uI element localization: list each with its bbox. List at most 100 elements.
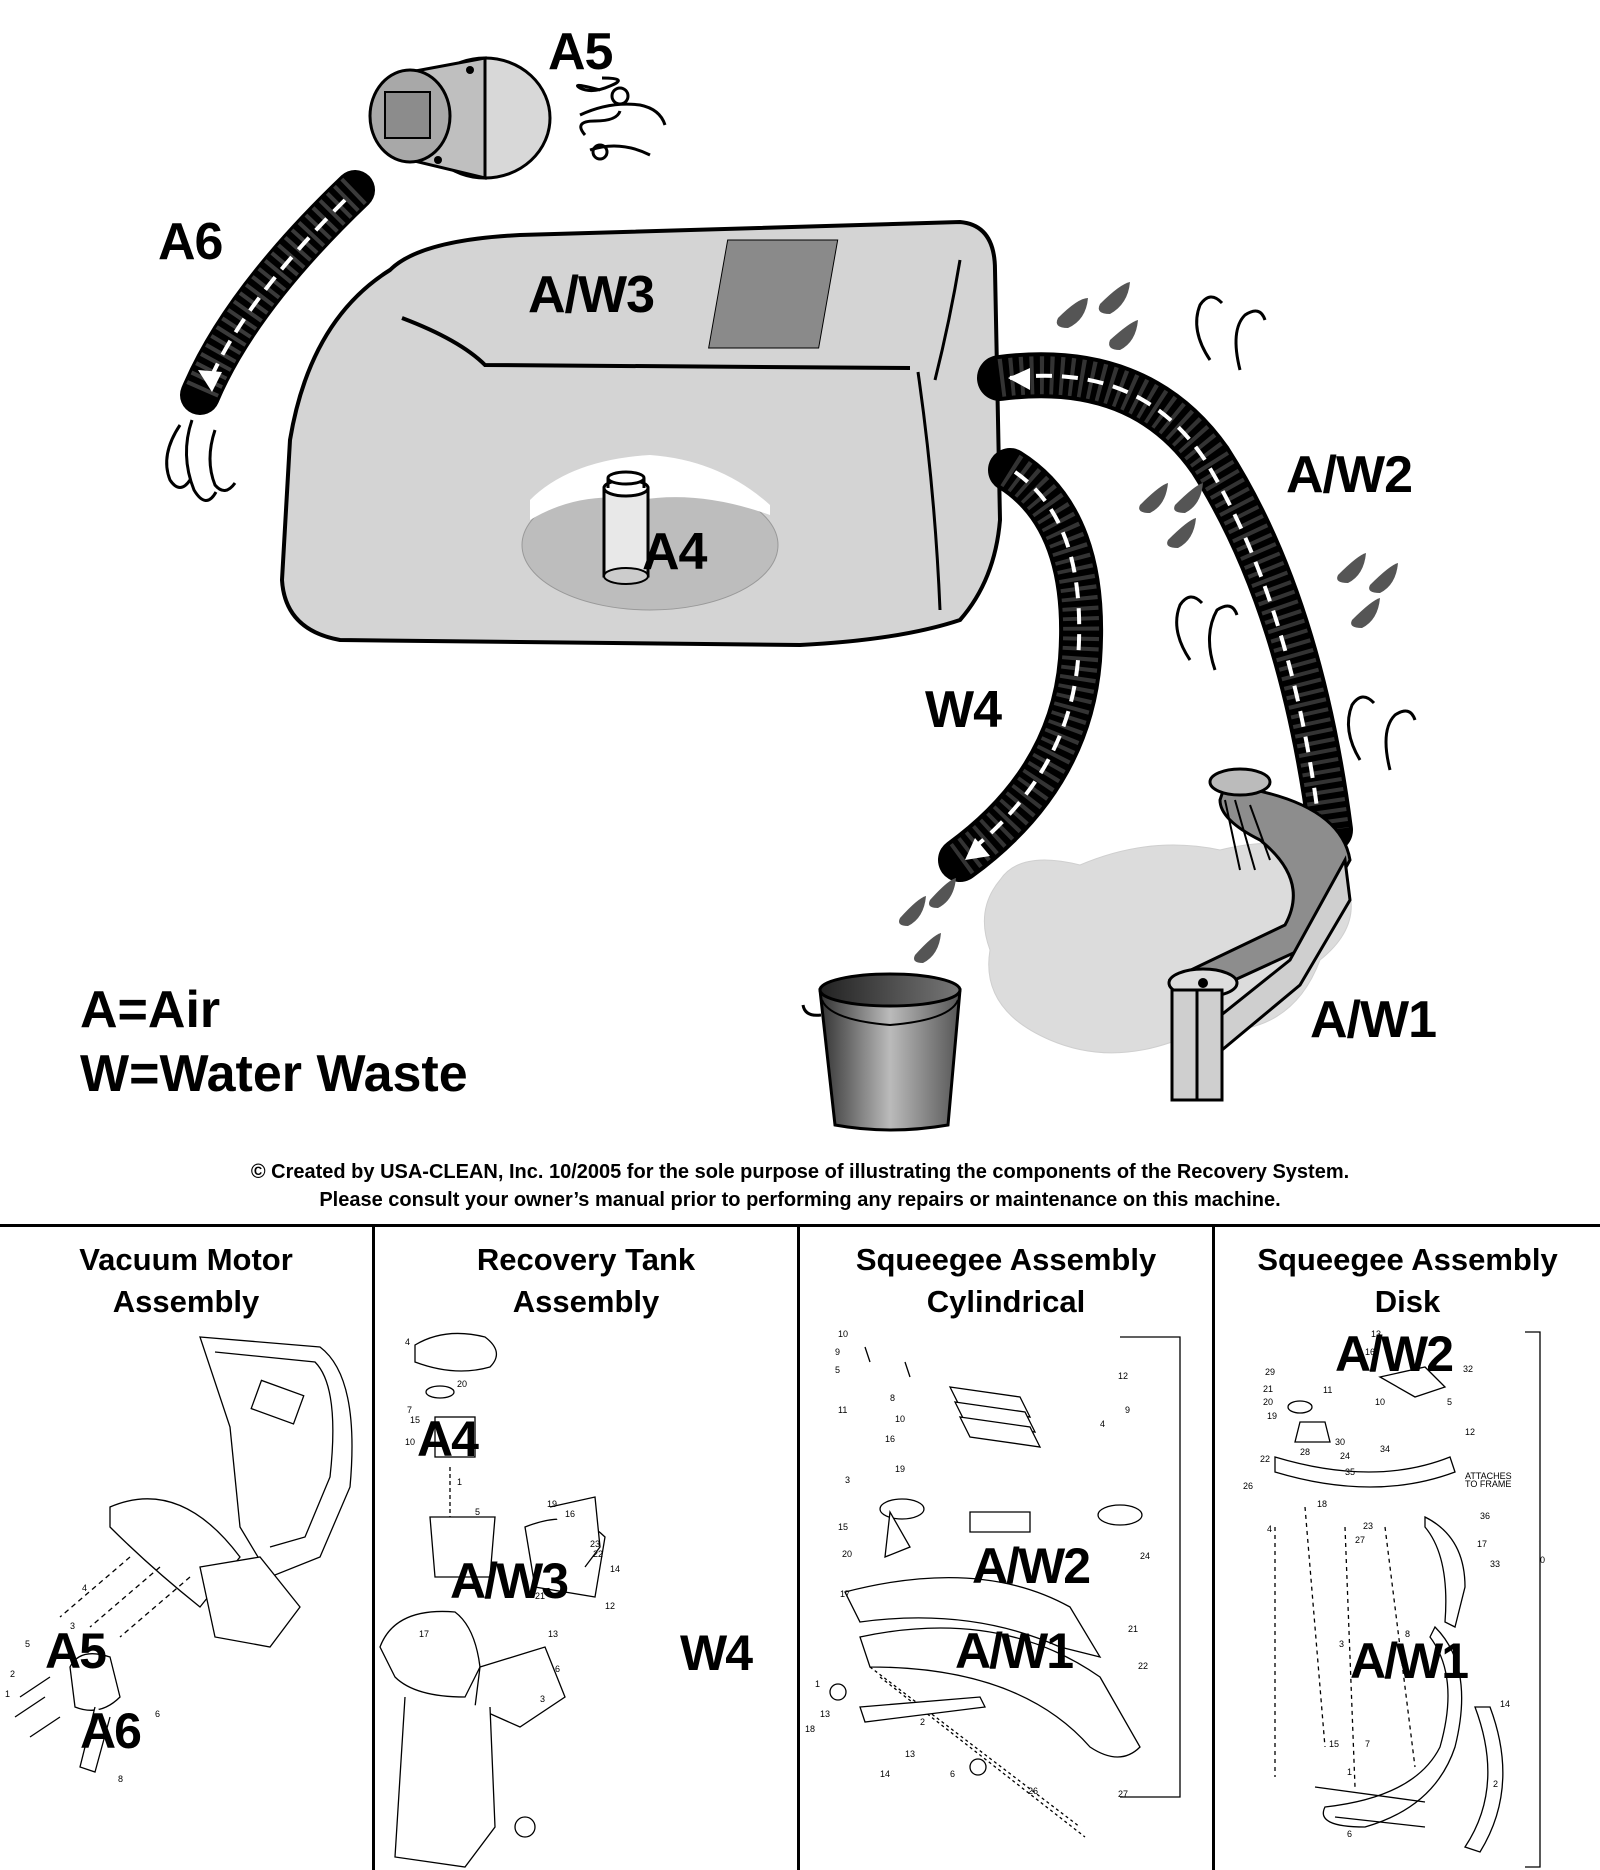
label-a6: A6	[158, 213, 223, 271]
panel-label-a4: A4	[417, 1411, 479, 1467]
panel-label-a5: A5	[45, 1623, 107, 1679]
svg-text:24: 24	[1140, 1551, 1150, 1561]
svg-text:33: 33	[1490, 1559, 1500, 1569]
panel-title-line2: Cylindrical	[926, 1284, 1086, 1319]
panel-label-aw3: A/W3	[450, 1553, 569, 1609]
svg-text:8: 8	[1405, 1629, 1410, 1639]
water-drops	[899, 282, 1398, 963]
svg-text:4: 4	[82, 1583, 87, 1593]
recovery-tank	[279, 219, 1003, 648]
svg-text:12: 12	[1465, 1427, 1475, 1437]
svg-text:23: 23	[590, 1539, 600, 1549]
svg-text:7: 7	[1365, 1739, 1370, 1749]
svg-text:23: 23	[1363, 1521, 1373, 1531]
bucket	[801, 972, 962, 1132]
svg-text:36: 36	[1480, 1511, 1490, 1521]
svg-text:29: 29	[1265, 1367, 1275, 1377]
copyright-notice: © Created by USA-CLEAN, Inc. 10/2005 for…	[0, 1158, 1600, 1214]
label-aw3: A/W3	[528, 266, 655, 324]
air-swirls-a6	[165, 419, 237, 502]
panel-label-aw2: A/W2	[1335, 1326, 1454, 1382]
svg-text:27: 27	[1118, 1789, 1128, 1799]
svg-text:17: 17	[840, 1589, 850, 1599]
filter-a4	[602, 470, 650, 585]
svg-text:4: 4	[1100, 1419, 1105, 1429]
recovery-system-illustration	[165, 56, 1417, 1132]
svg-text:32: 32	[1463, 1364, 1473, 1374]
svg-text:21: 21	[1263, 1384, 1273, 1394]
panel-title: Squeegee Assembly Cylindrical	[800, 1239, 1212, 1323]
panel-title-line1: Squeegee Assembly	[855, 1242, 1157, 1277]
svg-text:3: 3	[845, 1475, 850, 1485]
svg-text:11: 11	[1323, 1385, 1332, 1395]
svg-text:2: 2	[920, 1717, 925, 1727]
svg-text:16: 16	[1365, 1347, 1375, 1357]
svg-text:21: 21	[535, 1591, 545, 1601]
svg-text:9: 9	[1125, 1405, 1130, 1415]
svg-text:13: 13	[1371, 1329, 1381, 1339]
svg-text:22: 22	[1138, 1661, 1148, 1671]
vacuum-motor-exploded-view: 43 52 16 8	[5, 1336, 353, 1784]
svg-text:26: 26	[1028, 1786, 1038, 1796]
panel-title-line2: Assembly	[112, 1284, 260, 1319]
svg-text:7: 7	[407, 1405, 412, 1415]
svg-text:4: 4	[1267, 1524, 1272, 1534]
panel-label-aw1: A/W1	[1350, 1633, 1469, 1689]
svg-text:22: 22	[593, 1549, 603, 1559]
legend: A=Air W=Water Waste	[80, 978, 468, 1106]
svg-text:2: 2	[10, 1669, 15, 1679]
drain-hose	[938, 448, 1104, 882]
svg-text:3: 3	[70, 1621, 75, 1631]
svg-text:15: 15	[410, 1415, 420, 1425]
svg-text:14: 14	[1500, 1699, 1510, 1709]
svg-text:12: 12	[1118, 1371, 1128, 1381]
label-w4: W4	[925, 681, 1002, 739]
svg-text:5: 5	[1447, 1397, 1452, 1407]
svg-text:6: 6	[1347, 1829, 1352, 1839]
panel-title-line2: Disk	[1374, 1284, 1441, 1319]
copyright-line-1: © Created by USA-CLEAN, Inc. 10/2005 for…	[250, 1161, 1350, 1183]
intake-hose	[977, 352, 1353, 853]
svg-text:2: 2	[1493, 1779, 1498, 1789]
panel-title-line1: Squeegee Assembly	[1257, 1242, 1558, 1277]
svg-text:4: 4	[405, 1337, 410, 1347]
svg-text:21: 21	[1128, 1624, 1138, 1634]
svg-text:20: 20	[842, 1549, 852, 1559]
svg-text:10: 10	[838, 1329, 848, 1339]
label-a5: A5	[548, 23, 613, 81]
svg-text:1: 1	[1347, 1767, 1352, 1777]
svg-text:27: 27	[1355, 1535, 1365, 1545]
panel-title: Recovery Tank Assembly	[375, 1239, 797, 1323]
panel-title-line1: Recovery Tank	[476, 1242, 696, 1277]
panel-label-aw2: A/W2	[972, 1538, 1091, 1594]
svg-text:19: 19	[547, 1499, 557, 1509]
svg-text:10: 10	[1375, 1397, 1385, 1407]
svg-text:14: 14	[880, 1769, 890, 1779]
svg-text:0: 0	[1540, 1555, 1545, 1565]
svg-text:5: 5	[835, 1365, 840, 1375]
panel-squeegee-cylindrical: Squeegee Assembly Cylindrical	[800, 1227, 1215, 1870]
svg-text:15: 15	[838, 1522, 848, 1532]
svg-text:30: 30	[1335, 1437, 1345, 1447]
svg-text:18: 18	[1317, 1499, 1327, 1509]
exhaust-hose	[180, 170, 375, 415]
air-swirls-a5	[576, 76, 667, 161]
svg-text:24: 24	[1340, 1451, 1350, 1461]
svg-text:10: 10	[405, 1437, 415, 1447]
svg-text:17: 17	[419, 1629, 429, 1639]
svg-text:19: 19	[895, 1464, 905, 1474]
svg-text:13: 13	[905, 1749, 915, 1759]
svg-text:11: 11	[838, 1405, 847, 1415]
air-swirls-aw2	[1175, 295, 1417, 771]
svg-text:6: 6	[950, 1769, 955, 1779]
svg-text:8: 8	[118, 1774, 123, 1784]
svg-text:35: 35	[1345, 1467, 1355, 1477]
svg-text:26: 26	[1243, 1481, 1253, 1491]
svg-text:5: 5	[25, 1639, 30, 1649]
panel-title-line1: Vacuum Motor	[79, 1242, 293, 1277]
squeegee-assembly	[1167, 767, 1352, 1102]
